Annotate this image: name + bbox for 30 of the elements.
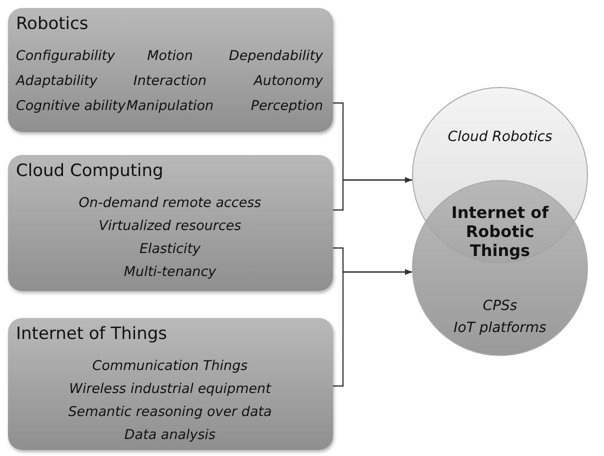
feature-text: Communication Things bbox=[92, 358, 248, 374]
feature-text: Semantic reasoning over data bbox=[68, 404, 272, 420]
circle-label: Cloud Robotics bbox=[446, 129, 554, 145]
feature-text: Dependability bbox=[228, 48, 323, 64]
feature-text: Multi-tenancy bbox=[124, 264, 216, 280]
feature-text: Interaction bbox=[133, 73, 207, 89]
feature-text: Data analysis bbox=[124, 427, 216, 443]
category-box bbox=[8, 8, 333, 132]
feature-text: Configurability bbox=[16, 48, 116, 64]
feature-text: Adaptability bbox=[16, 73, 98, 89]
circle-label: IoT platforms bbox=[452, 320, 548, 336]
feature-text: Wireless industrial equipment bbox=[69, 381, 271, 397]
connector-arrow bbox=[333, 177, 412, 211]
circle-label: CPSs bbox=[482, 298, 518, 314]
venn-circle bbox=[412, 180, 588, 356]
box-heading: Internet of Things bbox=[16, 324, 167, 344]
feature-text: Motion bbox=[147, 48, 193, 64]
box-heading: Robotics bbox=[16, 14, 88, 34]
feature-text: Manipulation bbox=[126, 98, 214, 114]
feature-text: Virtualized resources bbox=[98, 218, 242, 234]
feature-text: On-demand remote access bbox=[78, 195, 262, 211]
feature-text: Cognitive ability bbox=[16, 98, 126, 114]
feature-text: Elasticity bbox=[139, 241, 201, 257]
category-box bbox=[8, 155, 333, 291]
box-heading: Cloud Computing bbox=[16, 161, 164, 181]
feature-text: Perception bbox=[250, 98, 323, 114]
overlap-label: Internet of Robotic Things bbox=[450, 203, 550, 260]
connector-arrow bbox=[333, 269, 412, 387]
feature-text: Autonomy bbox=[254, 73, 323, 89]
category-box bbox=[8, 318, 333, 450]
